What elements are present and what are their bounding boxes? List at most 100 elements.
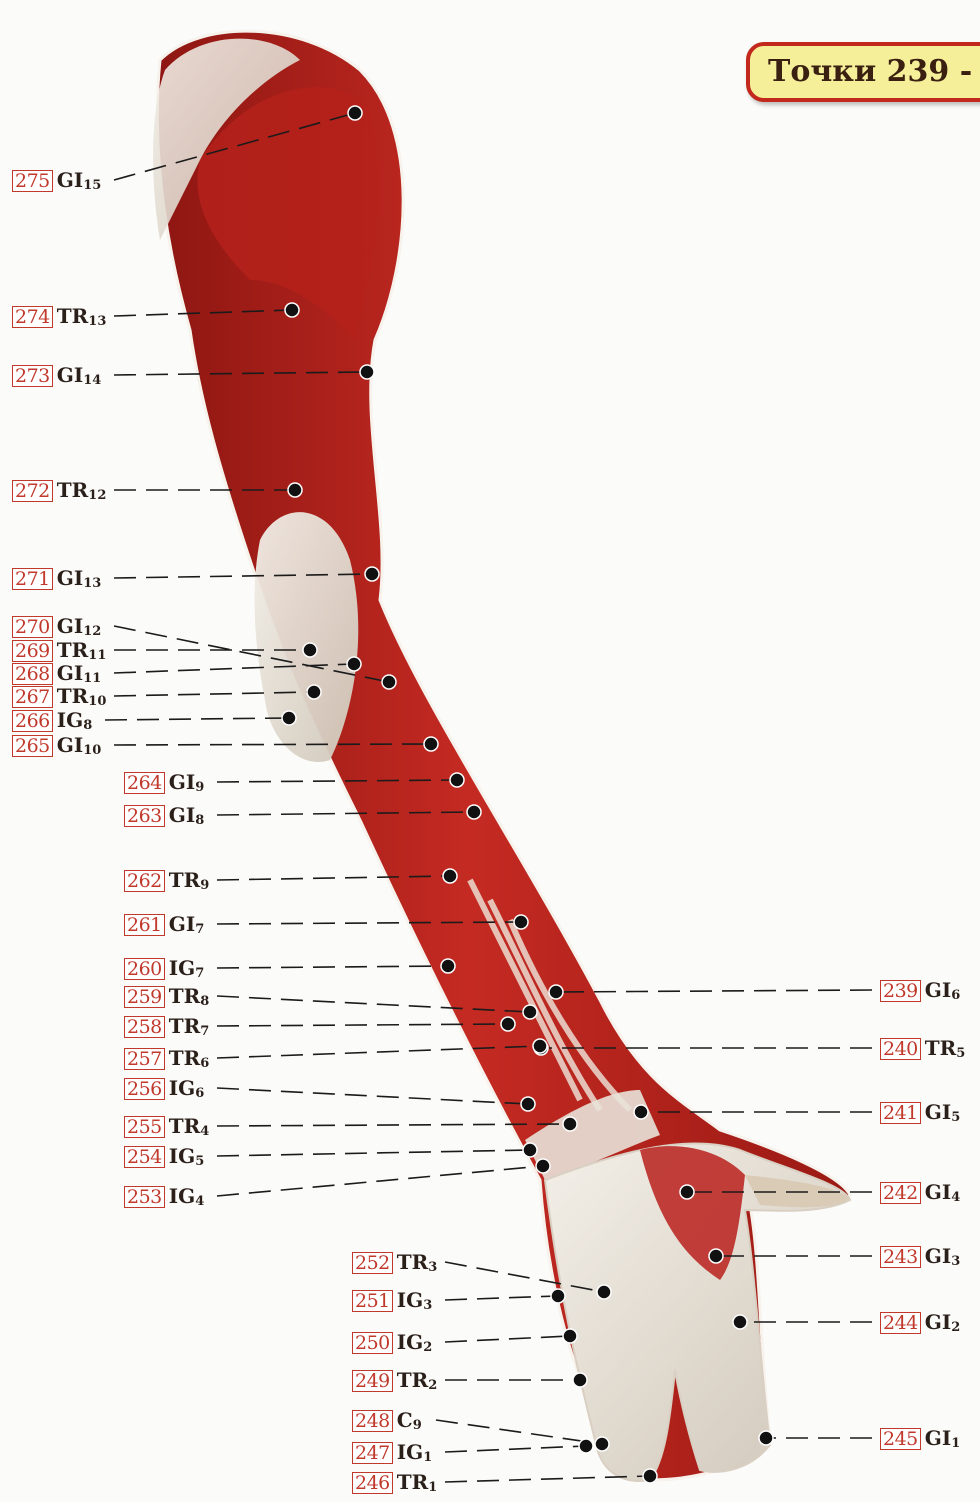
point-number: 261 <box>124 914 165 936</box>
acupoint-dot-261 <box>514 915 528 929</box>
point-code: GI15 <box>57 168 102 193</box>
point-code: TR2 <box>397 1368 438 1393</box>
point-code: TR3 <box>397 1250 438 1275</box>
meridian-code: IG <box>169 956 195 980</box>
point-label-261: 261GI7 <box>124 912 204 937</box>
meridian-code: IG <box>169 1184 195 1208</box>
leader-line-247 <box>445 1446 586 1452</box>
point-number: 268 <box>12 663 53 685</box>
point-number: 247 <box>352 1442 393 1464</box>
acupoint-dot-267 <box>307 685 321 699</box>
point-label-242: 242GI4 <box>880 1180 960 1205</box>
acupoint-dot-263 <box>467 805 481 819</box>
meridian-code: IG <box>57 708 83 732</box>
meridian-code: IG <box>169 1076 195 1100</box>
meridian-code: GI <box>57 733 83 757</box>
point-label-260: 260IG7 <box>124 956 204 981</box>
leader-line-260 <box>217 966 448 968</box>
point-code: GI1 <box>925 1426 960 1451</box>
point-code: TR5 <box>925 1036 966 1061</box>
point-index: 3 <box>428 1260 437 1275</box>
point-index: 7 <box>195 922 204 937</box>
point-label-254: 254IG5 <box>124 1144 204 1169</box>
leader-line-265 <box>114 744 431 745</box>
meridian-code: GI <box>169 912 195 936</box>
leader-line-248 <box>436 1420 602 1444</box>
point-label-267: 267TR10 <box>12 684 106 709</box>
point-number: 260 <box>124 958 165 980</box>
point-code: GI4 <box>925 1180 960 1205</box>
meridian-code: TR <box>57 684 89 708</box>
point-label-251: 251IG3 <box>352 1288 432 1313</box>
point-number: 242 <box>880 1182 921 1204</box>
meridian-code: GI <box>925 1180 951 1204</box>
point-number: 266 <box>12 710 53 732</box>
point-number: 259 <box>124 986 165 1008</box>
point-number: 271 <box>12 568 53 590</box>
point-index: 12 <box>83 624 101 639</box>
point-code: TR9 <box>169 868 210 893</box>
acupoint-dot-265 <box>424 737 438 751</box>
point-code: GI3 <box>925 1244 960 1269</box>
point-index: 5 <box>195 1154 204 1169</box>
meridian-code: TR <box>169 1114 201 1138</box>
point-number: 251 <box>352 1290 393 1312</box>
acupoint-dot-269 <box>303 643 317 657</box>
meridian-code: GI <box>57 614 83 638</box>
leader-line-251 <box>445 1296 558 1300</box>
point-code: GI11 <box>57 661 102 686</box>
acupoint-dot-245 <box>759 1431 773 1445</box>
acupoint-dot-268 <box>347 657 361 671</box>
acupoint-dot-262 <box>443 869 457 883</box>
point-code: TR1 <box>397 1470 438 1495</box>
meridian-code: GI <box>925 1100 951 1124</box>
point-code: IG2 <box>397 1330 432 1355</box>
point-number: 248 <box>352 1410 393 1432</box>
point-code: GI9 <box>169 770 204 795</box>
acupoint-dot-270 <box>382 675 396 689</box>
point-code: TR6 <box>169 1046 210 1071</box>
point-code: TR12 <box>57 478 107 503</box>
acupoint-dot-273 <box>360 365 374 379</box>
point-number: 241 <box>880 1102 921 1124</box>
point-number: 265 <box>12 735 53 757</box>
point-index: 8 <box>200 994 209 1009</box>
meridian-code: GI <box>57 168 83 192</box>
acupoint-dot-257 <box>533 1039 547 1053</box>
point-index: 4 <box>951 1190 960 1205</box>
point-number: 239 <box>880 980 921 1002</box>
point-number: 257 <box>124 1048 165 1070</box>
meridian-code: GI <box>57 363 83 387</box>
point-code: IG1 <box>397 1440 432 1465</box>
point-number: 270 <box>12 616 53 638</box>
point-code: GI10 <box>57 733 102 758</box>
meridian-code: IG <box>169 1144 195 1168</box>
point-label-240: 240TR5 <box>880 1036 965 1061</box>
acupoint-dot-247 <box>579 1439 593 1453</box>
meridian-code: TR <box>169 984 201 1008</box>
meridian-code: GI <box>925 1426 951 1450</box>
point-number: 272 <box>12 480 53 502</box>
meridian-code: TR <box>169 868 201 892</box>
point-index: 10 <box>88 694 106 709</box>
acupoint-dot-248 <box>595 1437 609 1451</box>
point-code: GI7 <box>169 912 204 937</box>
point-code: IG6 <box>169 1076 204 1101</box>
point-index: 4 <box>195 1194 204 1209</box>
acupoint-dot-266 <box>282 711 296 725</box>
point-index: 6 <box>200 1056 209 1071</box>
leader-line-256 <box>217 1088 528 1104</box>
point-number: 258 <box>124 1016 165 1038</box>
point-code: GI6 <box>925 978 960 1003</box>
acupoint-dot-272 <box>288 483 302 497</box>
point-code: TR10 <box>57 684 107 709</box>
point-label-266: 266IG8 <box>12 708 92 733</box>
